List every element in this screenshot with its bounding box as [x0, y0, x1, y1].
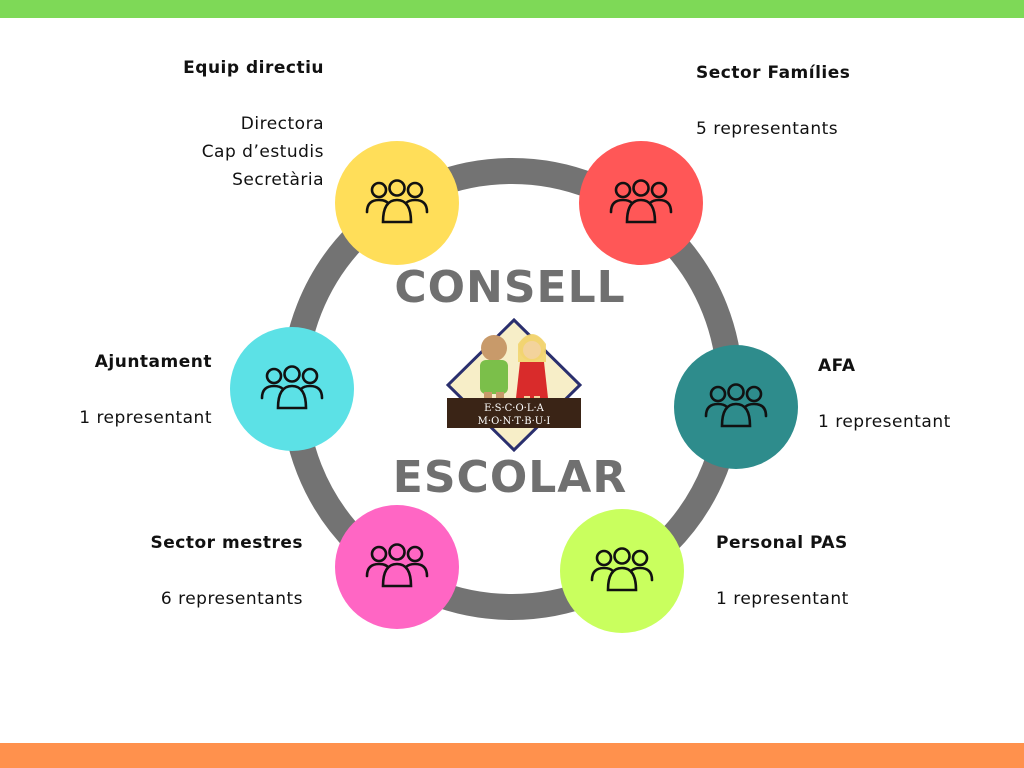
school-logo: E·S·C·O·L·A M·O·N·T·B·U·I	[446, 318, 582, 452]
equip-directiu-member: Secretària	[232, 170, 324, 190]
people-group-icon	[704, 383, 768, 428]
sector-mestres-label: Sector mestres 6 representants	[151, 529, 303, 613]
sector-families-detail: 5 representants	[696, 119, 839, 139]
sector-families-node	[579, 141, 703, 265]
afa-label: AFA 1 representant	[818, 352, 951, 436]
equip-directiu-name: Equip directiu	[183, 58, 324, 78]
people-group-icon	[260, 365, 324, 410]
sector-families-name: Sector Famílies	[696, 63, 851, 83]
bottom-color-bar	[0, 743, 1024, 768]
personal-pas-label: Personal PAS 1 representant	[716, 529, 849, 613]
title-escolar: ESCOLAR	[392, 452, 628, 503]
people-group-icon	[609, 179, 673, 224]
equip-directiu-label: Equip directiu Directora Cap d’estudis S…	[183, 54, 324, 194]
ajuntament-label: Ajuntament 1 representant	[79, 348, 212, 432]
equip-directiu-member: Cap d’estudis	[201, 142, 324, 162]
afa-detail: 1 representant	[818, 412, 951, 432]
people-group-icon	[365, 543, 429, 588]
sector-mestres-name: Sector mestres	[150, 533, 303, 553]
sector-families-label: Sector Famílies 5 representants	[696, 59, 850, 143]
ajuntament-node	[230, 327, 354, 451]
personal-pas-name: Personal PAS	[716, 533, 848, 553]
equip-directiu-node	[335, 141, 459, 265]
top-color-bar	[0, 0, 1024, 18]
afa-node	[674, 345, 798, 469]
equip-directiu-member: Directora	[240, 114, 324, 134]
people-group-icon	[590, 547, 654, 592]
personal-pas-detail: 1 representant	[716, 589, 849, 609]
personal-pas-node	[560, 509, 684, 633]
logo-text-montbui: M·O·N·T·B·U·I	[478, 416, 551, 427]
people-group-icon	[365, 179, 429, 224]
logo-text-escola: E·S·C·O·L·A	[484, 403, 545, 414]
sector-mestres-node	[335, 505, 459, 629]
title-consell: CONSELL	[394, 262, 626, 313]
sector-mestres-detail: 6 representants	[160, 589, 303, 609]
ajuntament-name: Ajuntament	[94, 352, 212, 372]
ajuntament-detail: 1 representant	[79, 408, 212, 428]
afa-name: AFA	[818, 356, 856, 376]
